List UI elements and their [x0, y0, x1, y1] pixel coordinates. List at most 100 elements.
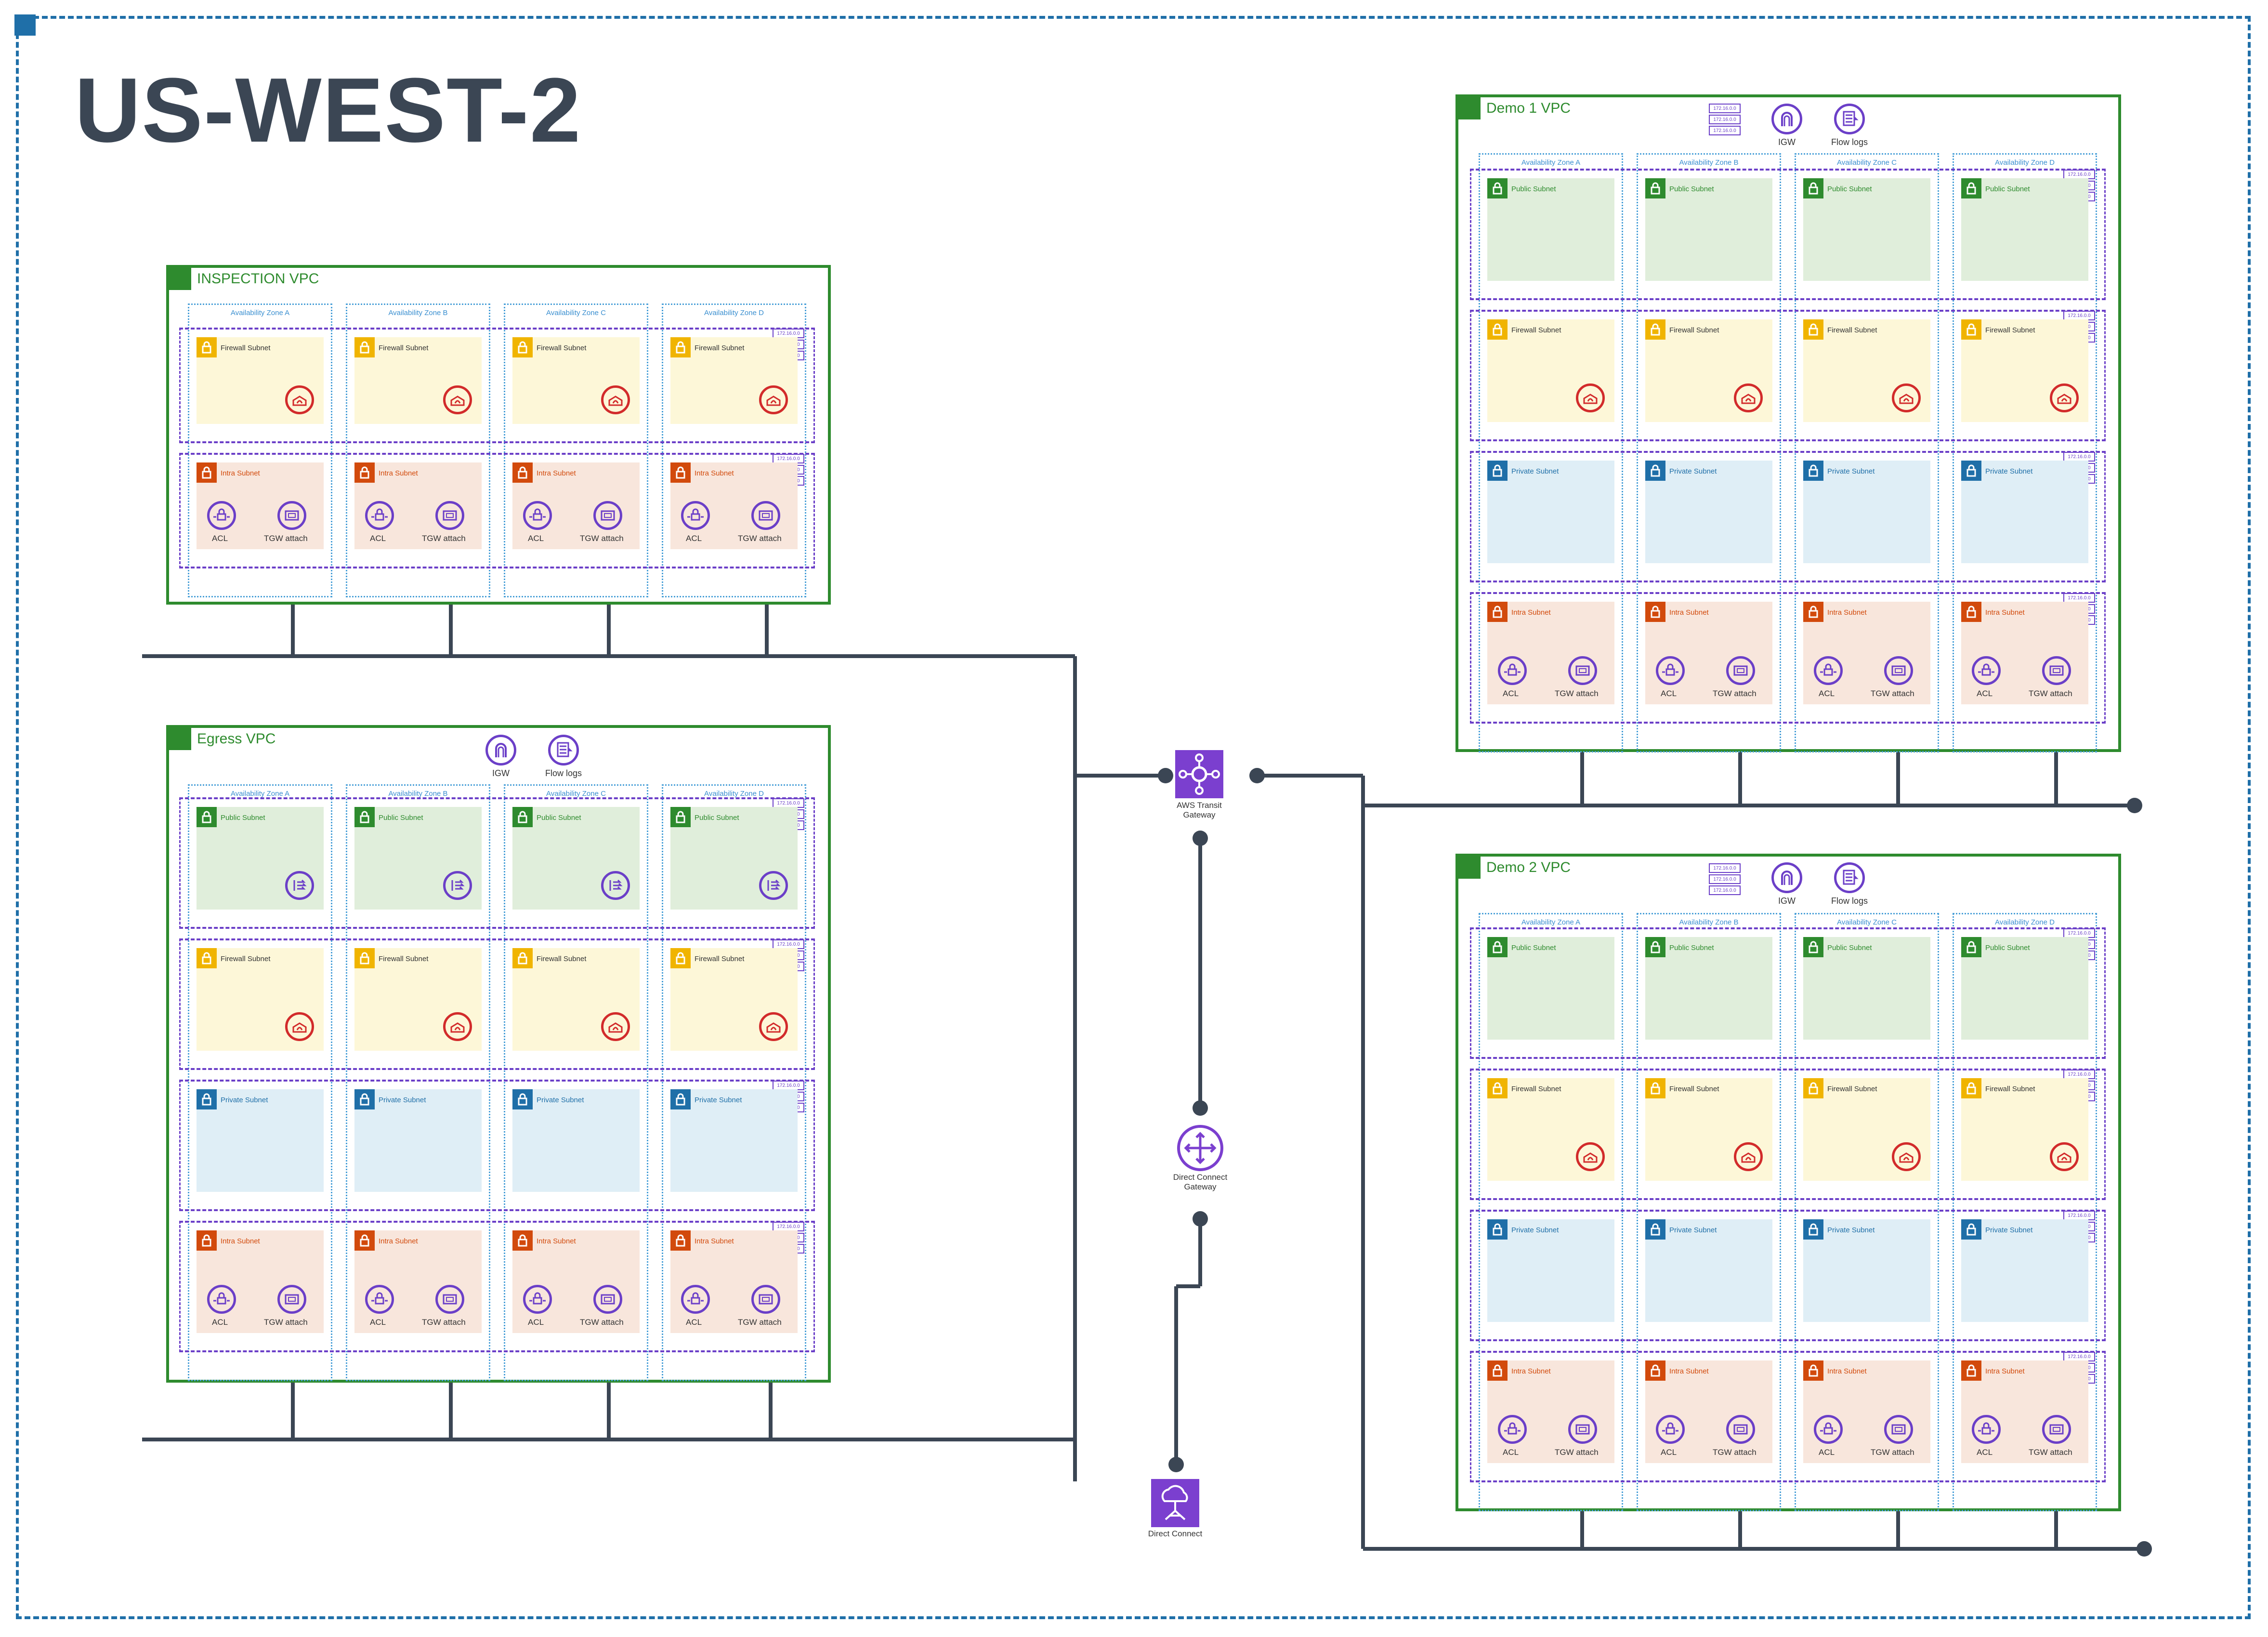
network-acl-icon[interactable]: [365, 501, 394, 530]
subnet-label: Firewall Subnet: [221, 955, 271, 963]
network-acl-icon[interactable]: [1498, 1415, 1527, 1444]
network-acl-icon[interactable]: [207, 1285, 236, 1314]
direct-connect-gateway-icon[interactable]: [1177, 1125, 1223, 1171]
firewall-subnet: Firewall Subnet: [1645, 319, 1772, 422]
acl-label: ACL: [1819, 1448, 1835, 1457]
direct-connect-icon[interactable]: [1151, 1479, 1199, 1527]
vpc-cloud-icon: [1458, 97, 1481, 119]
subnet-label: Intra Subnet: [1985, 608, 2025, 617]
nat-gateway-icon[interactable]: [285, 871, 314, 900]
igw-feature[interactable]: IGW: [462, 735, 539, 779]
network-acl-icon[interactable]: [523, 501, 552, 530]
network-acl-icon[interactable]: [523, 1285, 552, 1314]
acl-label: ACL: [1503, 689, 1519, 698]
network-firewall-icon[interactable]: [1892, 1142, 1921, 1171]
tgw-attachment-icon[interactable]: [1726, 656, 1755, 685]
subnet-label: Intra Subnet: [1511, 608, 1551, 617]
subnet-label: Firewall Subnet: [1511, 326, 1561, 334]
lock-icon: [670, 948, 691, 968]
network-firewall-icon[interactable]: [1576, 1142, 1605, 1171]
nat-gateway-icon[interactable]: [443, 871, 472, 900]
subnet-label: Firewall Subnet: [1985, 326, 2035, 334]
lock-icon: [1961, 178, 1981, 198]
network-acl-icon[interactable]: [681, 501, 710, 530]
tgw-left-port: [1158, 768, 1173, 783]
tgw-attachment-icon[interactable]: [435, 1285, 464, 1314]
availability-zone: Availability Zone D: [662, 304, 806, 597]
network-acl-icon[interactable]: [207, 501, 236, 530]
subnet-row-band: [179, 453, 815, 568]
subnet-label: Private Subnet: [221, 1096, 268, 1104]
flow-logs-feature[interactable]: Flow logs: [1811, 862, 1888, 906]
lock-icon: [1803, 461, 1823, 481]
network-acl-icon[interactable]: [681, 1285, 710, 1314]
nat-gateway-icon[interactable]: [601, 871, 630, 900]
lock-icon: [670, 1230, 691, 1251]
subnet-label: Public Subnet: [1985, 185, 2030, 193]
subnet-row-band: [1470, 1210, 2106, 1341]
tgw-attachment-icon[interactable]: [277, 501, 306, 530]
tgw-attachment-icon[interactable]: [1568, 1415, 1597, 1444]
network-acl-icon[interactable]: [1656, 656, 1685, 685]
network-firewall-icon[interactable]: [601, 1012, 630, 1041]
subnet-row-band: [1470, 1069, 2106, 1200]
network-firewall-icon[interactable]: [601, 385, 630, 414]
tgw-attachment-icon[interactable]: [1884, 656, 1913, 685]
dxgw-bottom-port: [1193, 1211, 1208, 1227]
network-firewall-icon[interactable]: [759, 1012, 788, 1041]
tgw-attach-label: TGW attach: [1871, 689, 1914, 698]
tgw-attachment-icon[interactable]: [1568, 656, 1597, 685]
network-acl-icon[interactable]: [1972, 656, 2001, 685]
tgw-attachment-icon[interactable]: [2042, 656, 2071, 685]
network-firewall-icon[interactable]: [1734, 383, 1763, 412]
transit-gateway-icon[interactable]: [1175, 750, 1223, 798]
lock-icon: [1645, 602, 1665, 622]
tgw-attachment-icon[interactable]: [277, 1285, 306, 1314]
nat-gateway-icon[interactable]: [759, 871, 788, 900]
subnet-label: Private Subnet: [379, 1096, 426, 1104]
network-firewall-icon[interactable]: [443, 385, 472, 414]
lock-icon: [512, 1089, 533, 1109]
tgw-attachment-icon[interactable]: [751, 1285, 780, 1314]
network-firewall-icon[interactable]: [2050, 383, 2079, 412]
network-firewall-icon[interactable]: [1734, 1142, 1763, 1171]
firewall-subnet: Firewall Subnet: [197, 948, 324, 1051]
lock-icon: [1961, 937, 1981, 957]
subnet-row-band: [1470, 451, 2106, 582]
network-firewall-icon[interactable]: [759, 385, 788, 414]
private-subnet: Private Subnet: [1487, 1219, 1614, 1322]
network-firewall-icon[interactable]: [2050, 1142, 2079, 1171]
tgw-attachment-icon[interactable]: [2042, 1415, 2071, 1444]
tgw-attachment-icon[interactable]: [1884, 1415, 1913, 1444]
network-firewall-icon[interactable]: [443, 1012, 472, 1041]
igw-feature[interactable]: IGW: [1748, 104, 1825, 147]
availability-zone-label: Availability Zone A: [1521, 158, 1581, 167]
firewall-subnet: Firewall Subnet: [354, 337, 482, 424]
subnet-label: Public Subnet: [537, 814, 581, 822]
lock-icon: [1803, 1219, 1823, 1240]
tgw-attachment-icon[interactable]: [593, 1285, 622, 1314]
tgw-attachment-icon[interactable]: [751, 501, 780, 530]
network-firewall-icon[interactable]: [285, 1012, 314, 1041]
flow-logs-feature[interactable]: Flow logs: [1811, 104, 1888, 147]
network-acl-icon[interactable]: [1972, 1415, 2001, 1444]
network-firewall-icon[interactable]: [1892, 383, 1921, 412]
network-acl-icon[interactable]: [1814, 656, 1843, 685]
network-acl-icon[interactable]: [1498, 656, 1527, 685]
private-subnet: Private Subnet: [1803, 1219, 1930, 1322]
network-acl-icon[interactable]: [1656, 1415, 1685, 1444]
network-firewall-icon[interactable]: [285, 385, 314, 414]
acl-label: ACL: [370, 534, 386, 543]
network-firewall-icon[interactable]: [1576, 383, 1605, 412]
flow-logs-feature[interactable]: Flow logs: [525, 735, 602, 779]
tgw-attachment-icon[interactable]: [593, 501, 622, 530]
network-acl-icon[interactable]: [1814, 1415, 1843, 1444]
tgw-attachment-icon[interactable]: [435, 501, 464, 530]
network-acl-icon[interactable]: [365, 1285, 394, 1314]
tgw-attachment-icon[interactable]: [1726, 1415, 1755, 1444]
igw-feature[interactable]: IGW: [1748, 862, 1825, 906]
